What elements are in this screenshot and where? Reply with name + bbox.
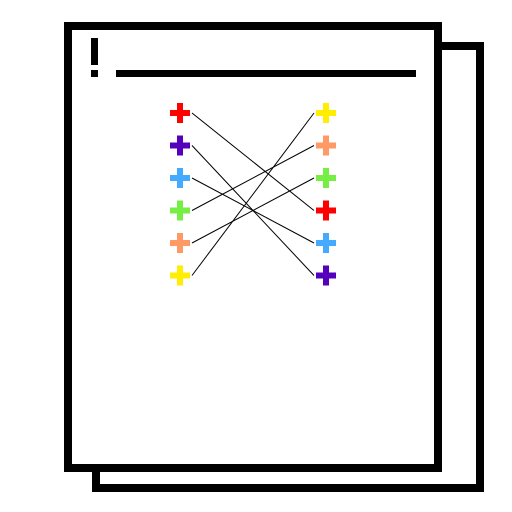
right-plus-marker-1-vertical-bar — [323, 103, 329, 123]
front-sheet-outline — [64, 22, 442, 472]
left-plus-marker-5-vertical-bar — [177, 233, 183, 253]
left-plus-marker-1 — [170, 103, 190, 123]
left-plus-marker-6 — [170, 265, 190, 286]
right-plus-marker-1 — [316, 103, 336, 123]
front-sheet — [64, 22, 442, 472]
left-marker-column — [170, 103, 190, 286]
connector-line-1 — [191, 112, 315, 211]
right-plus-marker-4-vertical-bar — [323, 200, 329, 221]
connector-lines — [191, 112, 315, 276]
right-plus-marker-3-vertical-bar — [323, 168, 329, 188]
left-plus-marker-3 — [170, 168, 190, 188]
sheet-header-rule — [116, 70, 416, 77]
right-marker-column — [316, 103, 336, 286]
exclamation-dot — [91, 70, 98, 77]
right-plus-marker-2 — [316, 135, 336, 156]
right-plus-marker-5 — [316, 233, 336, 253]
left-plus-marker-1-vertical-bar — [177, 103, 183, 123]
left-plus-marker-3-vertical-bar — [177, 168, 183, 188]
left-plus-marker-4 — [170, 200, 190, 221]
right-plus-marker-4 — [316, 200, 336, 221]
connector-line-5 — [191, 177, 315, 244]
left-plus-marker-2-vertical-bar — [177, 135, 183, 156]
right-plus-marker-6-vertical-bar — [323, 265, 329, 286]
left-plus-marker-4-vertical-bar — [177, 200, 183, 221]
left-plus-marker-2 — [170, 135, 190, 156]
connector-line-4 — [191, 145, 315, 211]
right-plus-marker-2-vertical-bar — [323, 135, 329, 156]
left-plus-marker-5 — [170, 233, 190, 253]
exclamation-stroke — [91, 38, 98, 65]
left-plus-marker-6-vertical-bar — [177, 265, 183, 286]
right-plus-marker-5-vertical-bar — [323, 233, 329, 253]
exclamation-icon — [91, 38, 98, 77]
right-plus-marker-6 — [316, 265, 336, 286]
right-plus-marker-3 — [316, 168, 336, 188]
connector-line-6 — [191, 112, 315, 276]
